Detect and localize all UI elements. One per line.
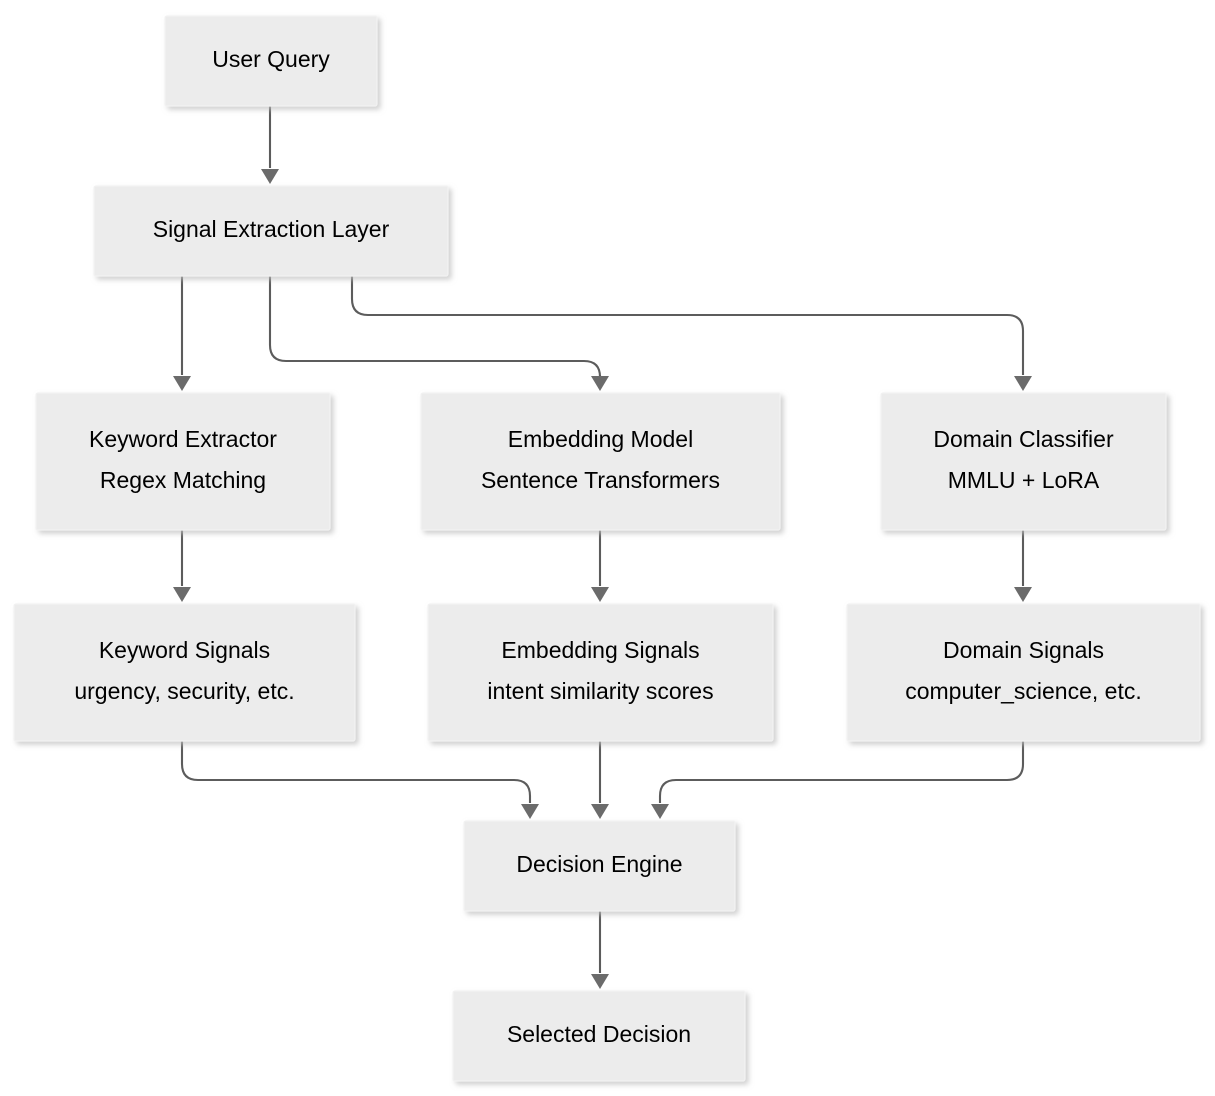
node-label-line: Signal Extraction Layer (153, 216, 390, 242)
node-box[interactable] (164, 15, 378, 107)
node-box[interactable] (35, 392, 331, 531)
edges-layer (173, 106, 1032, 989)
edge-signal-layer-to-embedding-model (268, 276, 609, 391)
node-label-line: Keyword Extractor (89, 426, 277, 452)
node-label-line: Sentence Transformers (481, 467, 720, 493)
edge-keyword-signals-to-decision-engine (180, 741, 539, 819)
edge-domain-classifier-to-domain-signals (1014, 530, 1032, 602)
arrowhead-icon (173, 587, 191, 602)
arrowhead-icon (173, 376, 191, 391)
node-label-line: MMLU + LoRA (948, 467, 1100, 493)
arrowhead-icon (591, 376, 609, 391)
node-box[interactable] (420, 392, 781, 531)
arrowhead-icon (261, 169, 279, 184)
arrowhead-icon (591, 804, 609, 819)
arrowhead-icon (521, 804, 539, 819)
node-signal_extraction_layer[interactable]: Signal Extraction Layer (93, 185, 449, 277)
edge-signal-layer-to-keyword-extractor (173, 276, 191, 391)
node-box[interactable] (880, 392, 1167, 531)
edge-line (268, 276, 602, 379)
edge-decision-engine-to-selected-decision (591, 911, 609, 989)
node-label-line: Domain Signals (943, 637, 1104, 663)
node-label-line: Keyword Signals (99, 637, 270, 663)
arrowhead-icon (1014, 587, 1032, 602)
node-label-line: Selected Decision (507, 1021, 691, 1047)
edge-user-query-to-signal-layer (261, 106, 279, 184)
arrowhead-icon (1014, 376, 1032, 391)
node-domain_signals[interactable]: Domain Signals computer_science, etc. (846, 603, 1201, 742)
edge-domain-signals-to-decision-engine (651, 741, 1025, 819)
node-label-line: urgency, security, etc. (74, 678, 294, 704)
edge-keyword-extractor-to-keyword-signals (173, 530, 191, 602)
node-keyword_signals[interactable]: Keyword Signals urgency, security, etc. (13, 603, 356, 742)
arrowhead-icon (591, 587, 609, 602)
node-embedding_signals[interactable]: Embedding Signals intent similarity score… (427, 603, 774, 742)
node-user_query[interactable]: User Query (164, 15, 378, 107)
node-label-line: intent similarity scores (487, 678, 713, 704)
edge-line (180, 741, 532, 803)
arrowhead-icon (591, 974, 609, 989)
node-selected_decision[interactable]: Selected Decision (452, 990, 746, 1082)
node-decision_engine[interactable]: Decision Engine (463, 820, 736, 912)
edge-line (350, 276, 1025, 375)
node-box[interactable] (93, 185, 449, 277)
node-box[interactable] (452, 990, 746, 1082)
edge-signal-layer-to-domain-classifier (350, 276, 1032, 391)
edge-line (658, 741, 1025, 803)
node-box[interactable] (463, 820, 736, 912)
edge-embedding-model-to-embedding-signals (591, 530, 609, 602)
arrowhead-icon (651, 804, 669, 819)
node-label-line: Domain Classifier (933, 426, 1114, 452)
node-box[interactable] (13, 603, 356, 742)
node-label-line: User Query (212, 46, 330, 72)
edge-embedding-signals-to-decision-engine (591, 741, 609, 819)
node-box[interactable] (846, 603, 1201, 742)
node-label-line: Embedding Model (508, 426, 693, 452)
node-label-line: Regex Matching (100, 467, 266, 493)
node-box[interactable] (427, 603, 774, 742)
node-label-line: Embedding Signals (501, 637, 699, 663)
node-label-line: computer_science, etc. (905, 678, 1142, 704)
node-label-line: Decision Engine (516, 851, 682, 877)
